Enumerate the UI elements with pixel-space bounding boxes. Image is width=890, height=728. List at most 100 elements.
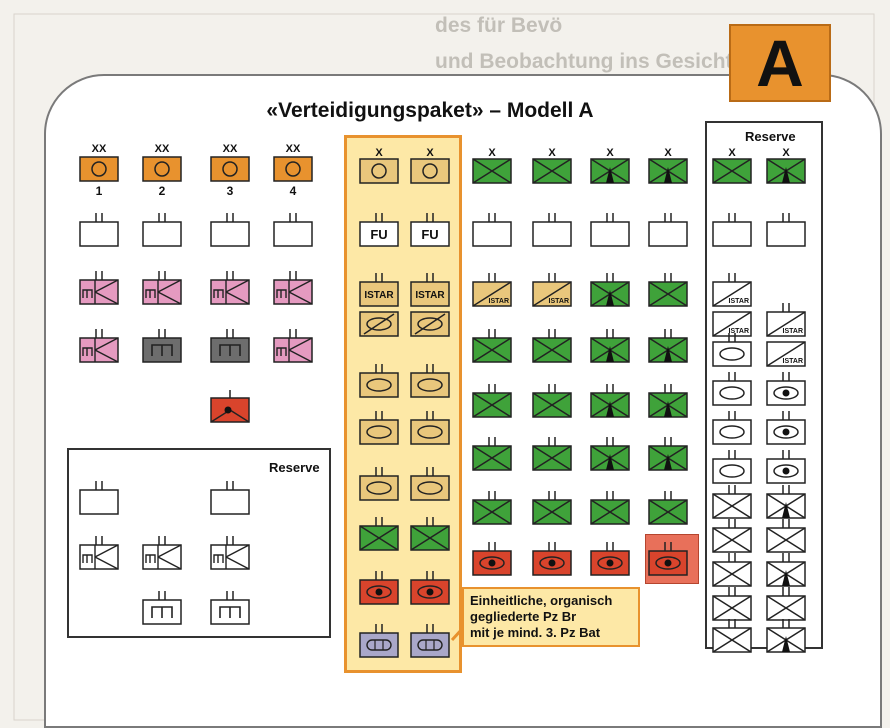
unit-symbol-inf [712, 519, 752, 553]
unit-symbol-inf [532, 384, 572, 418]
callout-box: Einheitliche, organisch gegliederte Pz B… [462, 587, 640, 647]
unit-symbol-fu: FU [359, 213, 399, 247]
unit-symbol-armor [359, 364, 399, 398]
division-number-label: 3 [227, 184, 234, 198]
unit-symbol-mk [273, 271, 313, 305]
reserve-box-left: Reserve [67, 448, 331, 638]
brigade-echelon-label: X [375, 147, 383, 159]
unit-symbol-infmot [766, 553, 806, 587]
unit-symbol-armordot [766, 411, 806, 445]
division-echelon-label: XX [286, 143, 301, 155]
unit-symbol-inf [472, 491, 512, 525]
unit-symbol-istar: ISTAR [766, 341, 806, 367]
division-number-label: 1 [96, 184, 103, 198]
unit-symbol-fu: FU [410, 213, 450, 247]
unit-symbol-inf [472, 158, 512, 184]
unit-symbol-infmot [590, 273, 630, 307]
brigade-echelon-label: X [782, 147, 790, 159]
unit-symbol-inf [532, 437, 572, 471]
unit-symbol-inf [410, 517, 450, 551]
unit-symbol-infmot [590, 437, 630, 471]
unit-symbol-inf [766, 587, 806, 621]
unit-symbol-blank [532, 213, 572, 247]
istar-label: ISTAR [364, 290, 394, 301]
unit-symbol-inf [472, 437, 512, 471]
unit-symbol-inf [648, 273, 688, 307]
unit-symbol-supply [410, 624, 450, 658]
unit-symbol-armor [712, 333, 752, 367]
unit-symbol-infmot [590, 329, 630, 363]
fu-label: FU [421, 227, 438, 242]
unit-symbol-armor [410, 364, 450, 398]
unit-symbol-inf [712, 485, 752, 519]
division-echelon-label: XX [155, 143, 170, 155]
unit-symbol-inf [712, 619, 752, 653]
unit-symbol-mk [210, 271, 250, 305]
unit-symbol-armordot [472, 542, 512, 576]
division-echelon-label: XX [92, 143, 107, 155]
unit-symbol-inf [712, 158, 752, 184]
unit-symbol-istar: ISTAR [532, 273, 572, 307]
unit-symbol-inf [712, 587, 752, 621]
unit-symbol-istar: ISTAR [712, 273, 752, 307]
unit-symbol-blank [142, 213, 182, 247]
unit-symbol-infmot [766, 158, 806, 184]
unit-symbol-infmot [590, 158, 630, 184]
brigade-echelon-label: X [664, 147, 672, 159]
unit-symbol-inf [472, 384, 512, 418]
unit-symbol-infmot [766, 485, 806, 519]
unit-symbol-blank [648, 213, 688, 247]
unit-symbol-infmot [766, 619, 806, 653]
unit-symbol-eng [142, 329, 182, 363]
unit-symbol-infmot [648, 329, 688, 363]
brigade-echelon-label: X [488, 147, 496, 159]
unit-symbol-blank [79, 213, 119, 247]
unit-symbol-mk [79, 271, 119, 305]
unit-symbol-armordot [766, 450, 806, 484]
istar-tag-label: ISTAR [549, 298, 569, 305]
unit-symbol-armordot [359, 571, 399, 605]
unit-symbol-inf [766, 519, 806, 553]
unit-symbol-infmot [648, 158, 688, 184]
unit-symbol-istarbox: ISTAR [410, 273, 450, 307]
unit-symbol-supply [359, 624, 399, 658]
unit-symbol-istar: ISTAR [472, 273, 512, 307]
unit-symbol-circle [79, 156, 119, 182]
unit-symbol-armor [359, 467, 399, 501]
unit-symbol-armor [712, 450, 752, 484]
unit-symbol-mk [79, 536, 119, 570]
unit-symbol-eng [210, 329, 250, 363]
reserve-label-left: Reserve [269, 460, 320, 475]
istar-label: ISTAR [415, 290, 445, 301]
brigade-echelon-label: X [548, 147, 556, 159]
unit-symbol-inf [590, 491, 630, 525]
unit-symbol-mk [142, 271, 182, 305]
reserve-label-right: Reserve [745, 129, 796, 144]
unit-symbol-blank [472, 213, 512, 247]
istar-tag-label: ISTAR [729, 298, 749, 305]
istar-tag-label: ISTAR [783, 328, 803, 335]
unit-symbol-infmot [648, 384, 688, 418]
division-echelon-label: XX [223, 143, 238, 155]
unit-symbol-armordot [648, 542, 688, 576]
unit-symbol-circle [210, 156, 250, 182]
callout-line-2: gegliederte Pz Br [470, 609, 577, 624]
unit-symbol-armorslash [359, 311, 399, 337]
unit-symbol-mk [273, 329, 313, 363]
unit-symbol-blank [273, 213, 313, 247]
istar-tag-label: ISTAR [729, 328, 749, 335]
unit-symbol-eng [210, 591, 250, 625]
unit-symbol-armordot [532, 542, 572, 576]
istar-tag-label: ISTAR [783, 358, 803, 365]
unit-symbol-istar: ISTAR [712, 311, 752, 337]
unit-symbol-armordot [590, 542, 630, 576]
unit-symbol-circle [142, 156, 182, 182]
unit-symbol-armor [410, 411, 450, 445]
unit-symbol-inf [648, 491, 688, 525]
unit-symbol-armor [359, 411, 399, 445]
unit-symbol-blank [590, 213, 630, 247]
unit-symbol-infmot [648, 437, 688, 471]
brigade-echelon-label: X [426, 147, 434, 159]
